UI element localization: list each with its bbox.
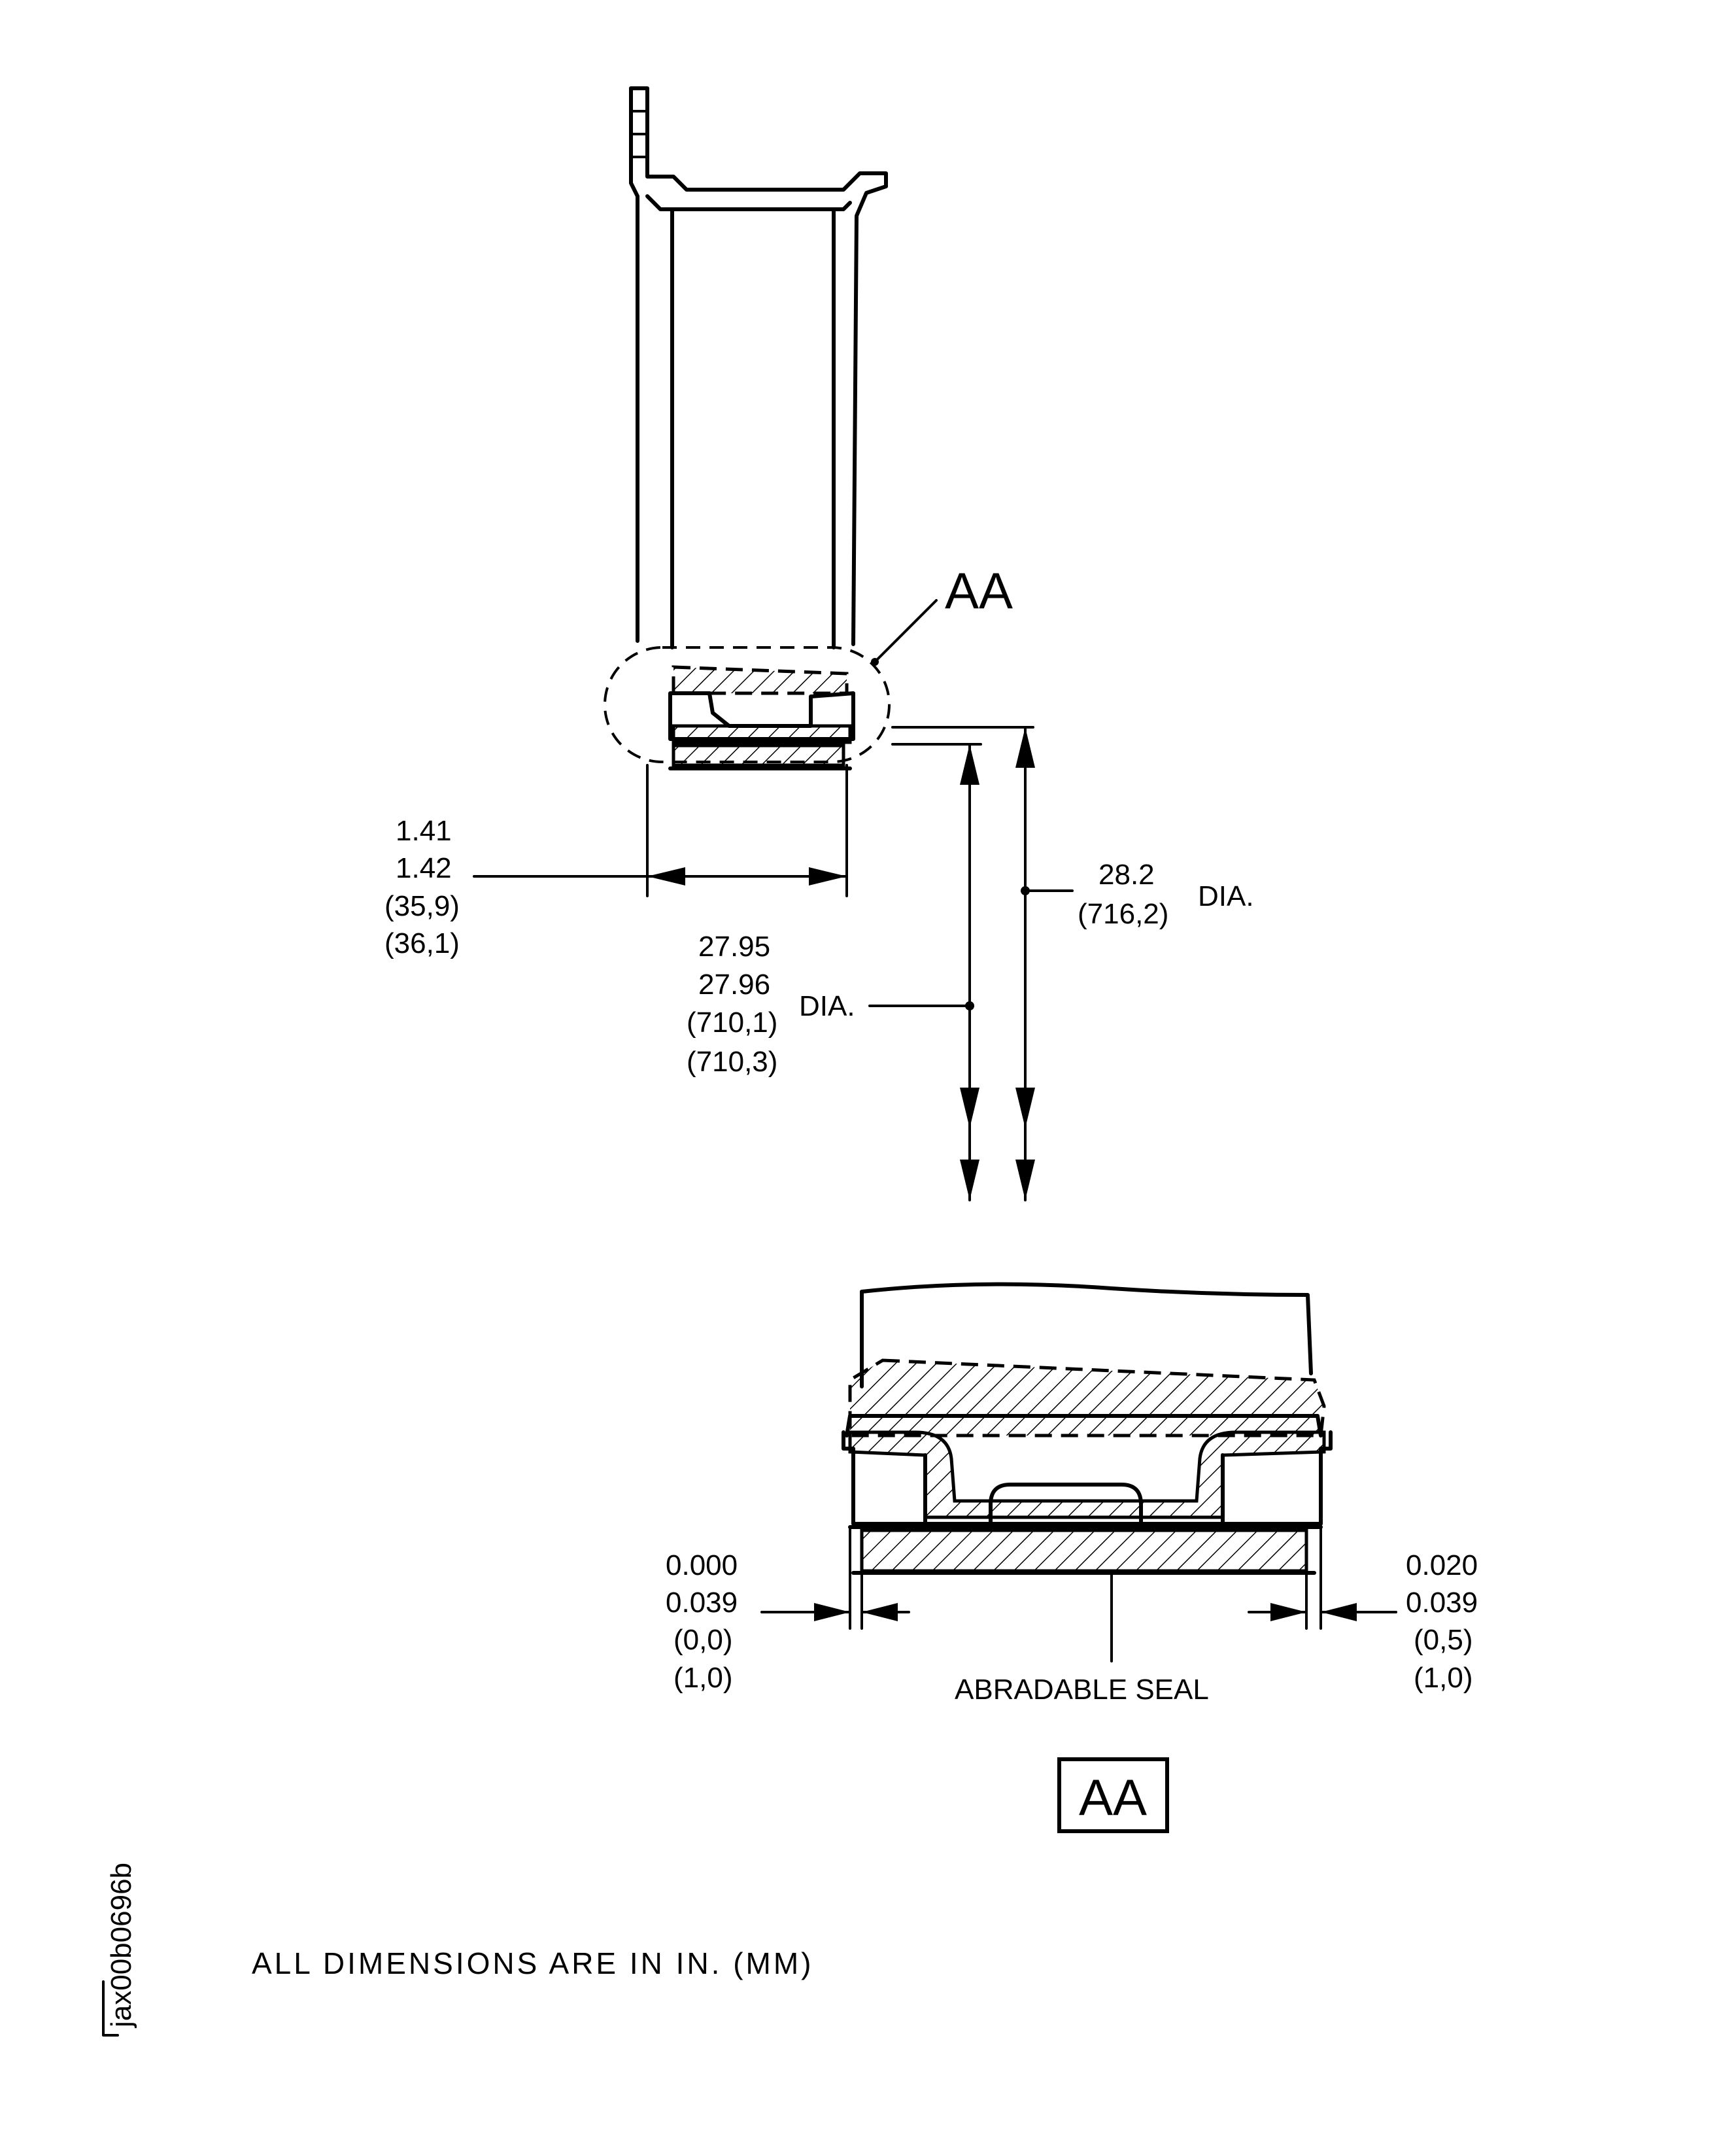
detail-callout-ellipse	[604, 646, 891, 763]
right-gap-in-min: 0.020	[1406, 1549, 1478, 1581]
units-note: ALL DIMENSIONS ARE IN IN. (MM)	[252, 1946, 814, 1980]
width-dim-in-min: 1.41	[396, 815, 452, 847]
inner-dia-mm-min: (710,1)	[687, 1007, 777, 1039]
left-gap-dimension: 0.000 0.039 (0,0) (1,0)	[666, 1526, 910, 1694]
callout-leader-line	[874, 599, 938, 663]
width-dim-mm-min: (35,9)	[384, 890, 460, 922]
outer-dia-suffix: DIA.	[1198, 880, 1254, 912]
detail-title-box	[1057, 1757, 1169, 1833]
left-gap-mm-max: (1,0)	[673, 1662, 732, 1694]
inner-dia-mm-max: (710,3)	[687, 1046, 777, 1078]
detail-callout-label: AA	[945, 562, 1013, 619]
inner-dia-in-min: 27.95	[698, 931, 770, 963]
width-dimension: 1.41 1.42 (35,9) (36,1)	[384, 815, 848, 959]
inner-dia-suffix: DIA.	[799, 990, 855, 1022]
left-gap-in-max: 0.039	[666, 1587, 738, 1619]
outer-diameter-dimension: 28.2 (716,2) DIA.	[1015, 726, 1254, 1201]
width-dim-mm-max: (36,1)	[384, 927, 460, 959]
inner-dia-in-max: 27.96	[698, 969, 770, 1001]
left-gap-mm-min: (0,0)	[673, 1624, 732, 1656]
svg-text:jax00b0696b: jax00b0696b	[105, 1863, 137, 2029]
left-gap-in-min: 0.000	[666, 1549, 738, 1581]
seal-label: ABRADABLE SEAL	[955, 1674, 1209, 1706]
detail-aa-view	[842, 1282, 1333, 1575]
right-gap-dimension: 0.020 0.039 (0,5) (1,0)	[1248, 1526, 1478, 1694]
detail-title-label: AA	[1079, 1768, 1147, 1826]
width-dim-in-max: 1.42	[396, 852, 452, 884]
outer-dia-mm: (716,2)	[1078, 898, 1168, 930]
right-gap-mm-min: (0,5)	[1414, 1624, 1472, 1656]
shroud-section-view	[629, 86, 888, 770]
right-gap-mm-max: (1,0)	[1414, 1662, 1472, 1694]
figure-id: jax00b0696b	[102, 1863, 137, 2037]
outer-dia-in: 28.2	[1098, 859, 1155, 891]
inner-diameter-dimension: 27.95 27.96 (710,1) (710,3) DIA.	[687, 743, 979, 1201]
right-gap-in-max: 0.039	[1406, 1587, 1478, 1619]
